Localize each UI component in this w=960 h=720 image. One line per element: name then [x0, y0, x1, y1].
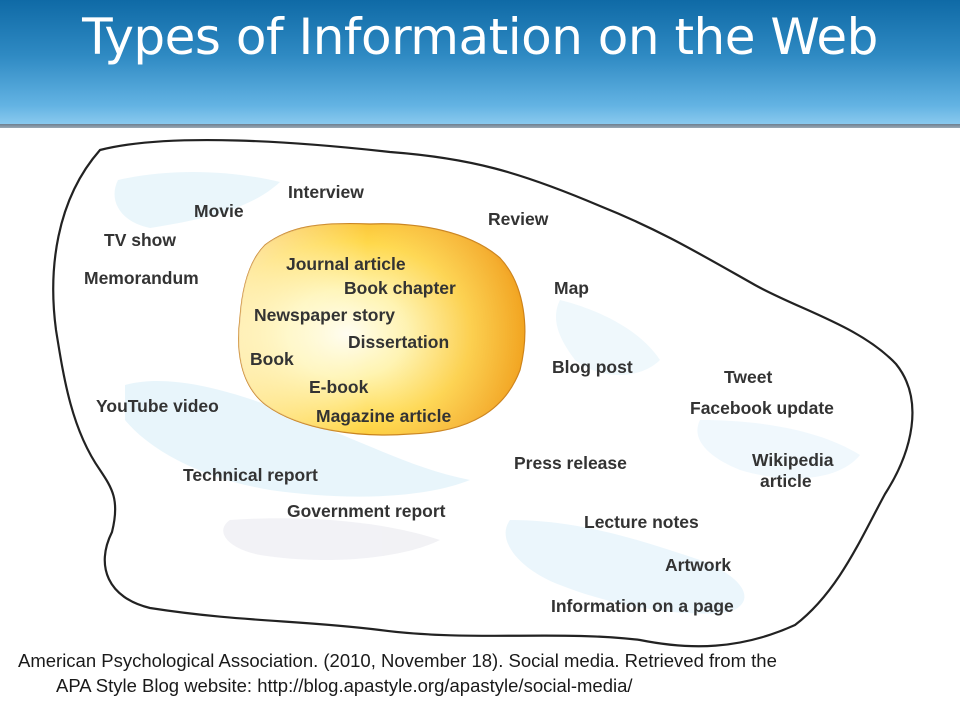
- item-journal-article: Journal article: [286, 254, 406, 274]
- item-movie: Movie: [194, 201, 244, 221]
- citation: American Psychological Association. (201…: [18, 648, 948, 698]
- item-e-book: E-book: [309, 377, 369, 397]
- item-newspaper-story: Newspaper story: [254, 305, 395, 325]
- title-bar-divider: [0, 124, 960, 128]
- item-blog-post: Blog post: [552, 357, 633, 377]
- item-government-report: Government report: [287, 501, 446, 521]
- item-youtube-video: YouTube video: [96, 396, 219, 416]
- item-wikipedia-article: article: [760, 471, 812, 491]
- citation-line-1: American Psychological Association. (201…: [18, 650, 777, 671]
- item-tweet: Tweet: [724, 367, 772, 387]
- item-lecture-notes: Lecture notes: [584, 512, 699, 532]
- title-bar: [0, 0, 960, 124]
- citation-line-2: APA Style Blog website: http://blog.apas…: [56, 675, 633, 696]
- item-interview: Interview: [288, 182, 364, 202]
- item-book: Book: [250, 349, 294, 369]
- item-tv-show: TV show: [104, 230, 176, 250]
- item-facebook-update: Facebook update: [690, 398, 834, 418]
- egg-white-shading: [114, 171, 860, 614]
- item-technical-report: Technical report: [183, 465, 318, 485]
- item-magazine-article: Magazine article: [316, 406, 451, 426]
- item-artwork: Artwork: [665, 555, 731, 575]
- item-information-on-a-page: Information on a page: [551, 596, 734, 616]
- item-press-release: Press release: [514, 453, 627, 473]
- item-memorandum: Memorandum: [84, 268, 199, 288]
- slide-title: Types of Information on the Web: [82, 8, 878, 66]
- item-book-chapter: Book chapter: [344, 278, 456, 298]
- item-review: Review: [488, 209, 549, 229]
- item-dissertation: Dissertation: [348, 332, 449, 352]
- egg-diagram: Journal article Book chapter Newspaper s…: [52, 138, 914, 648]
- egg-yolk-shade: [238, 223, 525, 435]
- item-map: Map: [554, 278, 589, 298]
- item-wikipedia: Wikipedia: [752, 450, 834, 470]
